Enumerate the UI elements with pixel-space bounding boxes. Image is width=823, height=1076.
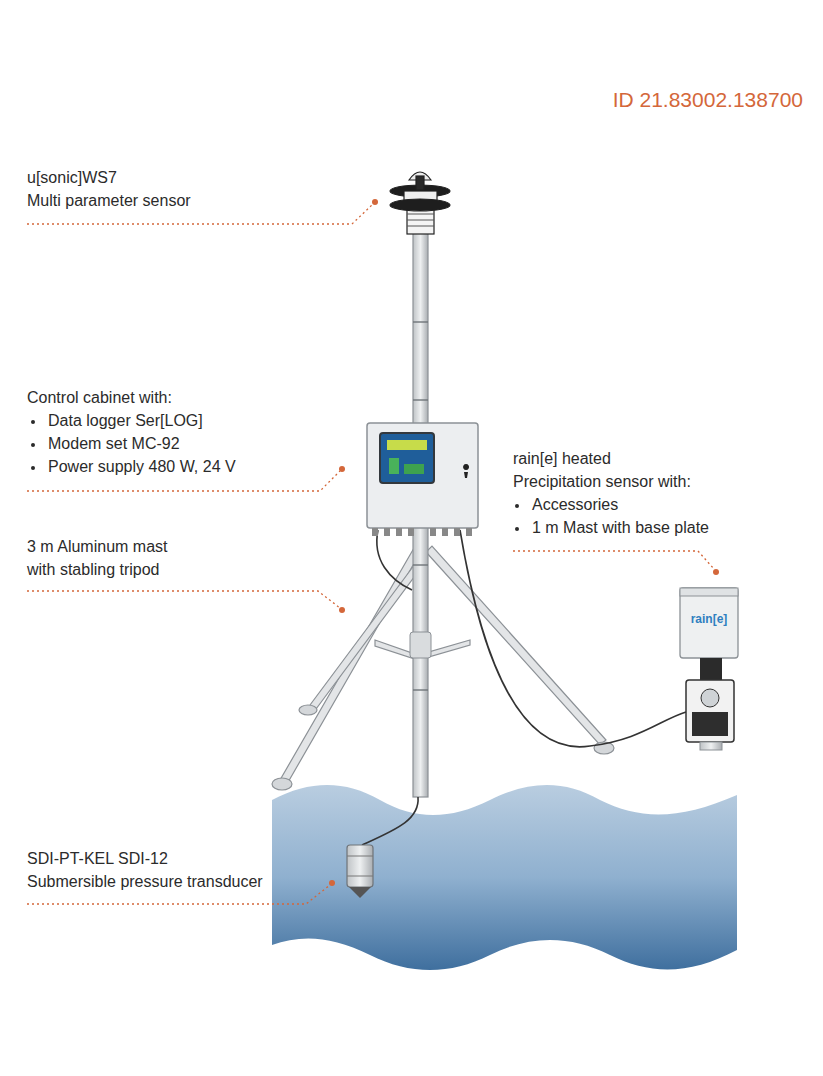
bullet-dot [31,466,35,470]
product-description: Multi parameter sensor [27,191,191,211]
bullet-dot [31,443,35,447]
product-description: Precipitation sensor with: [513,472,691,492]
bullet-dot [515,504,519,508]
component-item: Power supply 480 W, 24 V [48,457,236,477]
device-brand-label: rain[e] [691,612,728,626]
product-description: Submersible pressure transducer [27,872,263,892]
component-item: 1 m Mast with base plate [532,518,709,538]
product-description: with stabling tripod [27,560,160,580]
product-name: SDI-PT-KEL SDI-12 [27,849,168,869]
product-name: u[sonic]WS7 [27,168,117,188]
document-id: ID 21.83002.138700 [613,90,803,110]
product-name: 3 m Aluminum mast [27,537,167,557]
component-item: Modem set MC-92 [48,434,180,454]
bullet-dot [31,420,35,424]
product-name: Control cabinet with: [27,388,172,408]
component-item: Accessories [532,495,618,515]
product-name: rain[e] heated [513,449,611,469]
component-item: Data logger Ser[LOG] [48,411,203,431]
bullet-dot [515,527,519,531]
